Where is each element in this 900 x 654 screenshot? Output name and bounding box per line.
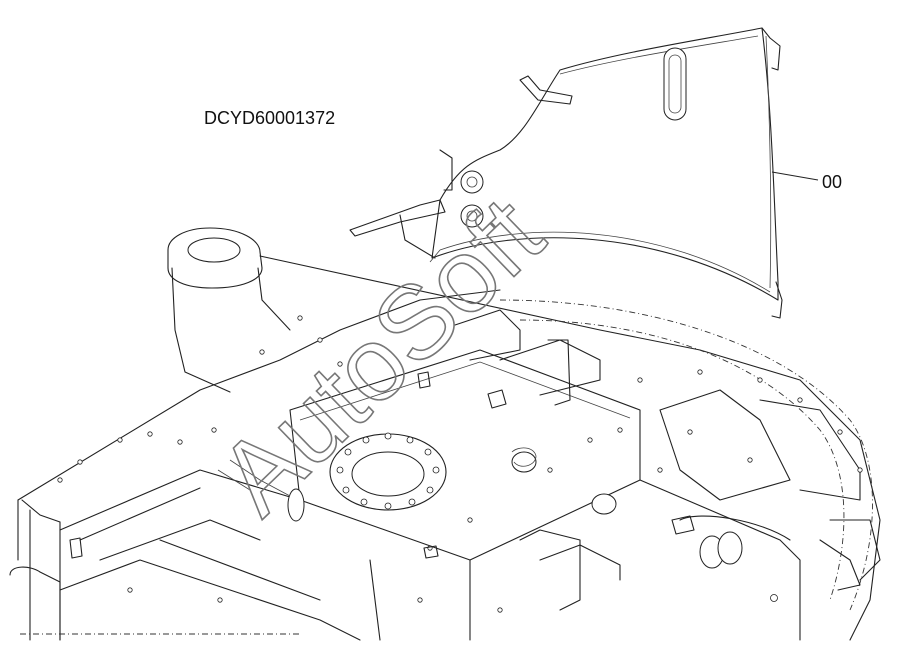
part-number-label: DCYD60001372	[204, 108, 335, 128]
frame-bolt-holes	[57, 315, 863, 613]
cover-panel	[349, 27, 783, 319]
callout-number: 00	[822, 172, 842, 192]
callout-leader	[771, 171, 819, 181]
upper-frame	[9, 227, 881, 641]
bearing-bolt-holes	[336, 432, 440, 510]
